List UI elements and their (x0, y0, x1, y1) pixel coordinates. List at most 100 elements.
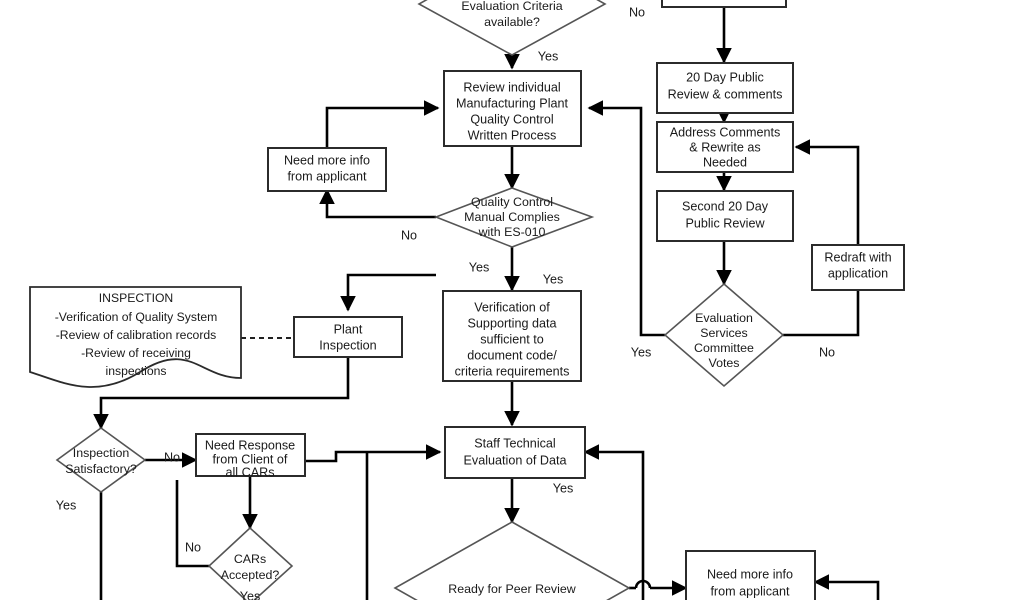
node-evaluation-services-committee-votes[interactable]: Evaluation Services Committee Votes (663, 282, 785, 388)
edge-committee-yes-to-review (587, 100, 665, 337)
node-plant-inspection[interactable]: Plant Inspection (293, 316, 403, 358)
verification-line-0: Verification of (474, 300, 550, 314)
edge-needresponse-to-staff (305, 444, 442, 463)
node-qc-manual-complies[interactable]: Quality Control Manual Complies with ES-… (433, 187, 595, 248)
label-qcmanual-yes-right: Yes (543, 272, 564, 286)
committee-line-3: Votes (708, 356, 739, 370)
node-verification-supporting-data[interactable]: Verification of Supporting data sufficie… (442, 290, 582, 382)
committee-line-2: Committee (694, 341, 754, 355)
need-response-line-0: Need Response (205, 438, 295, 452)
staff-line-0: Staff Technical (474, 436, 555, 450)
need-response-line-1: from Client of (213, 452, 288, 466)
label-staff-yes: Yes (553, 481, 574, 495)
label-inspection-yes: Yes (56, 498, 77, 512)
review-line-3: Written Process (468, 128, 557, 142)
node-topright-clipped-box[interactable] (661, 0, 787, 8)
second-twenty-box-shape (656, 190, 794, 242)
label-qcmanual-yes-down: Yes (469, 260, 490, 274)
label-committee-no: No (819, 345, 835, 359)
node-need-response-client-cars[interactable]: Need Response from Client of all CARs (195, 433, 306, 479)
satisfactory-line-0: Inspection (73, 446, 130, 460)
cars-line-0: CARs (234, 552, 266, 566)
cars-line-1: Accepted? (221, 568, 280, 582)
node-address-comments-rewrite[interactable]: Address Comments & Rewrite as Needed (656, 121, 794, 173)
verification-line-1: Supporting data (468, 316, 557, 330)
label-inspection-no: No (164, 450, 180, 464)
node-need-more-info-applicant-left[interactable]: Need more info from applicant (267, 147, 387, 192)
committee-line-1: Services (700, 326, 748, 340)
inspection-note-shape (29, 286, 242, 388)
edge-qcmanual-no-to-needinfo (319, 188, 436, 219)
eval-criteria-diamond-shape (417, 0, 607, 56)
label-criteria-yes: Yes (538, 49, 559, 63)
label-qcmanual-no: No (401, 228, 417, 242)
inspection-note-line-2: -Review of calibration records (56, 328, 217, 342)
node-ready-for-peer-review[interactable]: Ready for Peer Review (393, 521, 631, 600)
address-line-1: & Rewrite as (689, 140, 760, 154)
needinfo-bottom-line-1: from applicant (710, 584, 790, 598)
inspection-note-line-0: INSPECTION (99, 291, 174, 305)
twenty-day-box-shape (656, 62, 794, 114)
committee-votes-diamond-shape (663, 282, 785, 388)
qcmanual-line-1: Manual Complies (464, 210, 560, 224)
edge-committee-no-to-redraft (783, 274, 866, 337)
inspection-note-line-3: -Review of receiving (81, 346, 191, 360)
qcmanual-line-2: with ES-010 (478, 225, 546, 239)
label-committee-yes: Yes (631, 345, 652, 359)
label-cars-no: No (185, 540, 201, 554)
second-twenty-line-1: Public Review (685, 216, 765, 230)
node-review-individual-process[interactable]: Review individual Manufacturing Plant Qu… (443, 70, 582, 147)
satisfactory-diamond-shape (55, 427, 147, 493)
node-inspection-note: INSPECTION -Verification of Quality Syst… (29, 286, 242, 388)
address-line-0: Address Comments (670, 125, 781, 139)
committee-line-0: Evaluation (695, 311, 753, 325)
node-cars-accepted[interactable]: CARs Accepted? (207, 526, 294, 600)
inspection-note-line-1: -Verification of Quality System (55, 310, 218, 324)
edge-plantinspection-to-satisfactory (93, 355, 350, 430)
node-need-more-info-applicant-bottom[interactable]: Need more info from applicant (685, 550, 816, 600)
node-second-twenty-day-review[interactable]: Second 20 Day Public Review (656, 190, 794, 242)
edge-needinfo-to-review (325, 100, 440, 148)
eval-criteria-line-0: Evaluation Criteria (461, 0, 562, 13)
edge-redraft-to-address (794, 139, 860, 245)
needinfo-bottom-box-shape (685, 550, 816, 600)
need-response-line-2: all CARs (226, 465, 275, 479)
twenty-day-line-0: 20 Day Public (686, 70, 764, 84)
node-redraft-with-application[interactable]: Redraft with application (811, 244, 905, 291)
satisfactory-line-1: Satisfactory? (65, 462, 137, 476)
edge-cars-no-up (175, 480, 209, 568)
review-line-0: Review individual (463, 80, 560, 94)
staff-line-1: Evaluation of Data (464, 453, 567, 467)
edge-right-loop-to-needinfo-bottom (813, 574, 880, 600)
plant-inspection-box-shape (293, 316, 403, 358)
eval-criteria-line-1: available? (484, 15, 540, 29)
topright-box-shape (661, 0, 787, 8)
redraft-line-0: Redraft with (824, 250, 891, 264)
node-eval-criteria-available[interactable]: Evaluation Criteria available? (417, 0, 607, 56)
peer-review-line-0: Ready for Peer Review (448, 582, 575, 596)
review-line-2: Quality Control (470, 112, 553, 126)
needinfo-left-line-1: from applicant (287, 169, 367, 183)
qcmanual-diamond-shape (433, 187, 595, 248)
cars-accepted-diamond-shape (207, 526, 294, 600)
node-twenty-day-public-review[interactable]: 20 Day Public Review & comments (656, 62, 794, 114)
second-twenty-line-0: Second 20 Day (682, 199, 769, 213)
edge-qcmanual-yes-to-plantinspection (340, 273, 436, 312)
verification-line-4: criteria requirements (455, 364, 570, 378)
needinfo-bottom-line-0: Need more info (707, 567, 793, 581)
verification-line-3: document code/ (467, 348, 557, 362)
address-line-2: Needed (703, 155, 747, 169)
node-staff-technical-evaluation[interactable]: Staff Technical Evaluation of Data (444, 426, 586, 479)
plant-inspection-line-1: Inspection (319, 338, 376, 352)
review-box-shape (443, 70, 582, 147)
inspection-note-line-4: inspections (106, 364, 167, 378)
twenty-day-line-1: Review & comments (668, 87, 783, 101)
peer-review-diamond-shape (393, 521, 631, 600)
node-inspection-satisfactory[interactable]: Inspection Satisfactory? (55, 427, 147, 493)
need-response-box-shape (195, 433, 306, 477)
needinfo-left-box-shape (267, 147, 387, 192)
edge-staff-yes-return (583, 444, 645, 600)
verification-box-shape (442, 290, 582, 382)
